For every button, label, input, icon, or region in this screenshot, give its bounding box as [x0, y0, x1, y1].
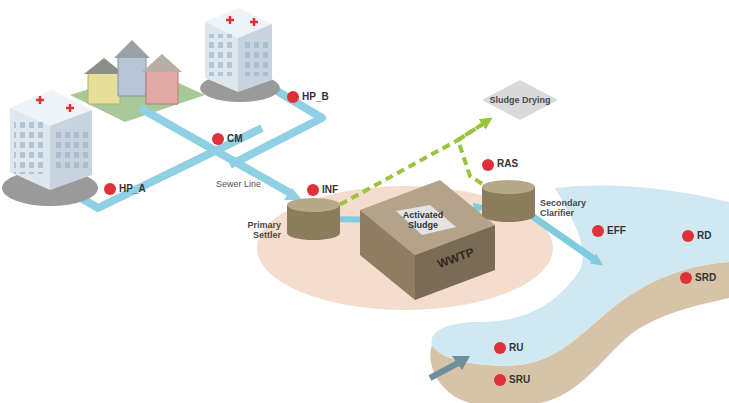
node-label: Primary Settler — [233, 220, 281, 241]
sampling-point-label: HP_B — [302, 91, 329, 102]
effluent-flow — [532, 216, 598, 262]
sampling-point-label: HP_A — [119, 183, 146, 194]
node-label: Activated Sludge — [390, 210, 456, 231]
wwtp-basin-outline — [358, 178, 497, 302]
pipe-label: Sewer Line — [216, 180, 261, 190]
secondary-clarifier: Secondary Clarifier — [482, 180, 535, 222]
secondary-clarifier-outline — [482, 180, 535, 222]
node-label: Secondary Clarifier — [540, 198, 600, 219]
sampling-point-label: RD — [697, 230, 711, 241]
hospital-a — [2, 90, 98, 206]
inflow-arrow — [430, 362, 460, 378]
inflow-arrowhead — [452, 356, 470, 370]
primary-settler-outline — [287, 198, 340, 240]
node-label: Sludge Drying — [482, 95, 558, 105]
sampling-point-label: RU — [509, 342, 523, 353]
sampling-point-label: RAS — [497, 158, 518, 169]
dashed-flow-line — [458, 120, 489, 184]
sampling-point-label: SRU — [509, 374, 530, 385]
wwtp-basin: WWTPActivated Sludge — [358, 178, 497, 302]
primary-settler: Primary Settler — [287, 198, 340, 240]
hospital-b — [200, 8, 280, 102]
houses — [84, 40, 182, 104]
activated-sludge-tank: Activated Sludge — [390, 205, 456, 235]
sampling-point-label: EFF — [607, 225, 626, 236]
sampling-point-label: INF — [322, 184, 338, 195]
sampling-points — [104, 91, 694, 386]
sampling-point-label: SRD — [695, 272, 716, 283]
sludge-drying-pad: Sludge Drying — [482, 80, 558, 120]
sampling-point-label: CM — [227, 133, 243, 144]
sewer-arrowhead — [284, 188, 302, 200]
